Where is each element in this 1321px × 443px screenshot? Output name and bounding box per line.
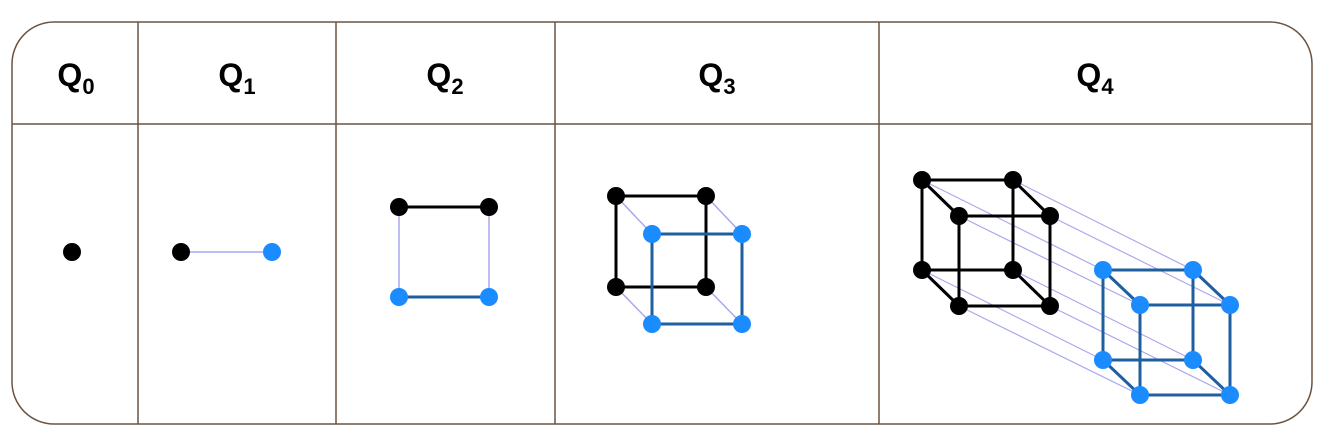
- column-header-q2: Q2: [426, 57, 463, 99]
- column-header-q3: Q3: [698, 57, 735, 99]
- vertex-blue: [1094, 351, 1112, 369]
- connector-edge: [1012, 179, 1194, 271]
- header-subscript: 2: [451, 74, 463, 99]
- header-letter: Q: [218, 57, 243, 93]
- vertex-blue: [390, 288, 408, 306]
- vertex-black: [1041, 297, 1059, 315]
- hypercube-graphs: [63, 171, 1239, 404]
- vertex-black: [950, 297, 968, 315]
- vertex-blue: [643, 315, 661, 333]
- vertex-black: [913, 171, 931, 189]
- vertex-blue: [1131, 386, 1149, 404]
- vertex-blue: [480, 288, 498, 306]
- vertex-blue: [1184, 351, 1202, 369]
- vertex-black: [480, 198, 498, 216]
- connector-edge: [958, 305, 1141, 396]
- vertex-black: [172, 243, 190, 261]
- vertex-blue: [1184, 261, 1202, 279]
- vertex-black: [950, 207, 968, 225]
- vertex-blue: [1094, 261, 1112, 279]
- vertex-black: [607, 187, 625, 205]
- column-header-q1: Q1: [218, 57, 255, 99]
- header-subscript: 0: [82, 74, 94, 99]
- vertex-blue: [1221, 296, 1239, 314]
- vertex-blue: [263, 243, 281, 261]
- vertex-black: [390, 198, 408, 216]
- vertex-black: [697, 187, 715, 205]
- column-header-q0: Q0: [57, 57, 94, 99]
- vertex-blue: [733, 225, 751, 243]
- column-header-q4: Q4: [1076, 57, 1114, 99]
- header-letter: Q: [426, 57, 451, 93]
- vertex-black: [1041, 207, 1059, 225]
- vertex-blue: [1131, 296, 1149, 314]
- vertex-blue: [1221, 386, 1239, 404]
- vertex-blue: [733, 315, 751, 333]
- vertex-black: [697, 278, 715, 296]
- header-letter: Q: [1076, 57, 1101, 93]
- header-subscript: 1: [243, 74, 255, 99]
- vertex-black: [63, 243, 81, 261]
- vertex-black: [607, 278, 625, 296]
- connector-edge: [1049, 215, 1231, 306]
- vertex-black: [913, 261, 931, 279]
- vertex-black: [1004, 261, 1022, 279]
- header-letter: Q: [698, 57, 723, 93]
- header-subscript: 3: [723, 74, 735, 99]
- vertex-black: [1004, 171, 1022, 189]
- header-subscript: 4: [1101, 74, 1114, 99]
- connector-edge: [921, 269, 1104, 361]
- header-letter: Q: [57, 57, 82, 93]
- table-frame: [11, 21, 1313, 425]
- vertex-blue: [643, 225, 661, 243]
